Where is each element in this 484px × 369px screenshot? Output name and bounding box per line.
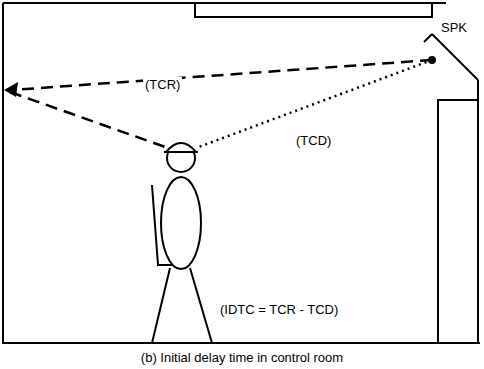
reflected-path bbox=[10, 92, 168, 148]
legs bbox=[152, 268, 212, 343]
headphones bbox=[166, 143, 196, 152]
speaker-label: SPK bbox=[441, 20, 467, 35]
path-label: (TCR) bbox=[143, 77, 182, 92]
speaker-baffle bbox=[424, 34, 432, 42]
head bbox=[167, 144, 195, 172]
body bbox=[161, 177, 201, 269]
ceiling-panel bbox=[195, 3, 432, 17]
speaker-baffle bbox=[432, 34, 478, 80]
ceiling bbox=[432, 3, 446, 17]
headphones bbox=[164, 151, 198, 153]
arrowhead bbox=[4, 82, 18, 97]
path-label: (TCD) bbox=[294, 133, 333, 148]
side-panel bbox=[438, 100, 478, 343]
room-walls bbox=[3, 3, 480, 343]
right-wall bbox=[477, 80, 479, 100]
formula-label: (IDTC = TCR - TCD) bbox=[220, 302, 338, 317]
direct-path bbox=[196, 60, 432, 148]
ceiling bbox=[3, 2, 195, 4]
figure-caption: (b) Initial delay time in control room bbox=[141, 350, 343, 365]
reflected-path bbox=[12, 60, 432, 90]
